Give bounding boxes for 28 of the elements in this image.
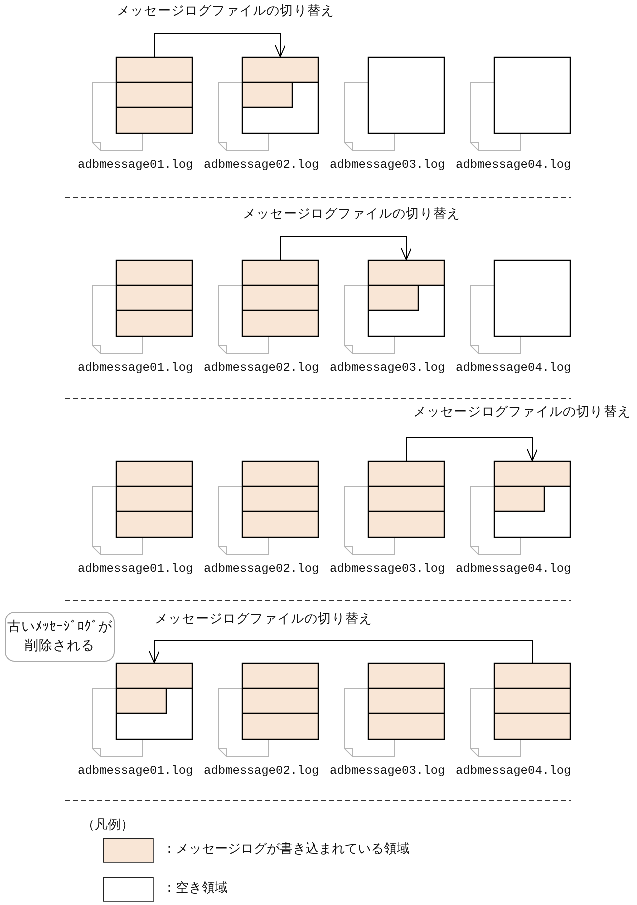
file-name: adbmessage03.log	[330, 361, 446, 375]
file-name: adbmessage04.log	[456, 158, 572, 172]
edge-label: メッセージログファイルの切り替え	[243, 207, 461, 223]
file-name: adbmessage01.log	[78, 158, 194, 172]
file-name: adbmessage02.log	[204, 361, 320, 375]
file-name: adbmessage03.log	[330, 562, 446, 576]
file-name: adbmessage01.log	[78, 764, 194, 778]
legend-text: ：メッセージログが書き込まれている領域	[163, 842, 410, 858]
file-name: adbmessage01.log	[78, 562, 194, 576]
file-name: adbmessage01.log	[78, 361, 194, 375]
file-name: adbmessage03.log	[330, 158, 446, 172]
callout-box: 古いﾒｯｾｰｼﾞﾛｸﾞが削除される	[5, 612, 115, 662]
file-name: adbmessage03.log	[330, 764, 446, 778]
file-name: adbmessage04.log	[456, 562, 572, 576]
file-name: adbmessage04.log	[456, 361, 572, 375]
legend-text: ：空き領域	[163, 881, 228, 897]
legend-heading: （凡例）	[82, 818, 134, 834]
file-name: adbmessage02.log	[204, 562, 320, 576]
file-name: adbmessage02.log	[204, 764, 320, 778]
file-name: adbmessage04.log	[456, 764, 572, 778]
edge-label: メッセージログファイルの切り替え	[117, 4, 335, 20]
file-name: adbmessage02.log	[204, 158, 320, 172]
arrow	[406, 437, 538, 462]
edge-label: メッセージログファイルの切り替え	[413, 405, 631, 421]
arrow	[280, 236, 412, 260]
edge-label: メッセージログファイルの切り替え	[155, 612, 373, 628]
arrow	[154, 33, 286, 58]
arrow	[149, 640, 533, 664]
